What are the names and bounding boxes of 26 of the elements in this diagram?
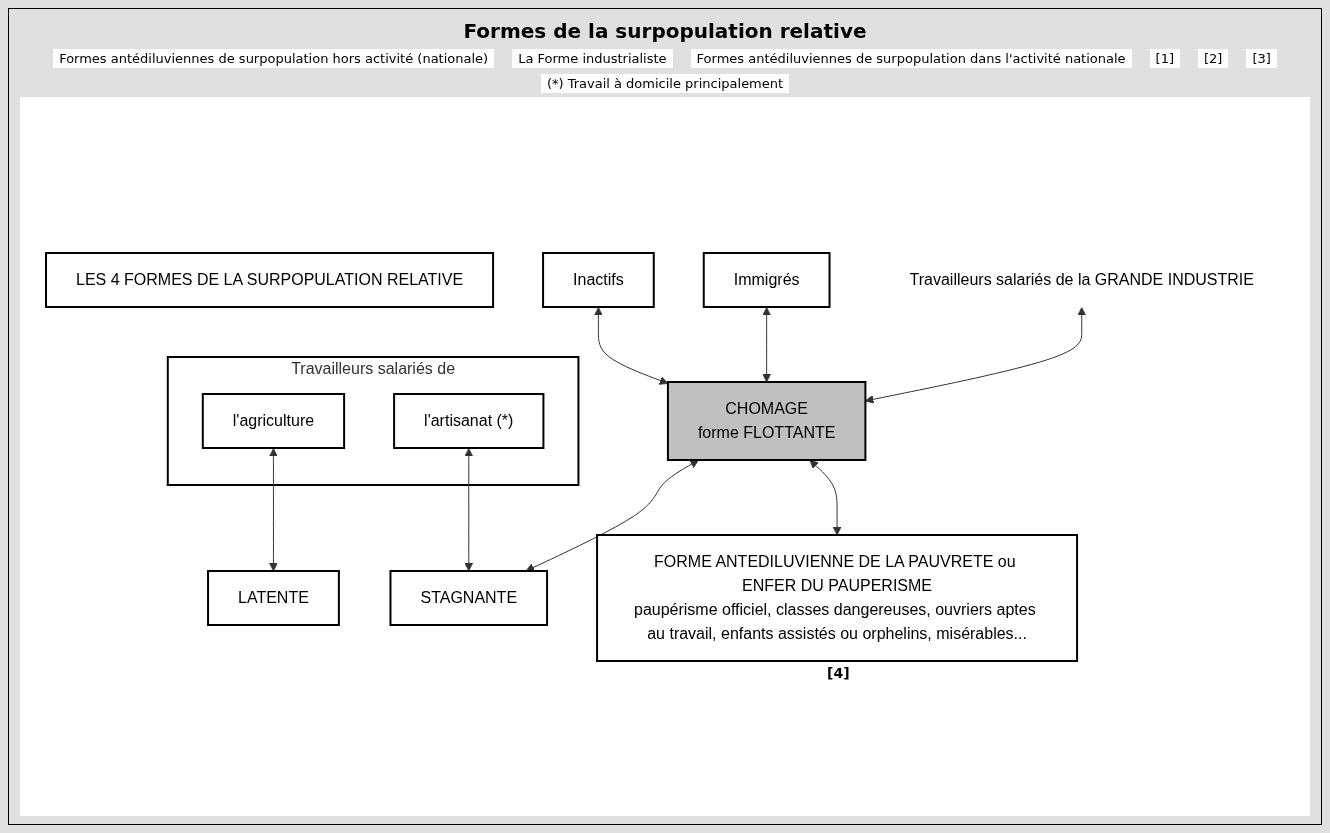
arrow bbox=[865, 306, 1087, 404]
node-box: LATENTE bbox=[207, 569, 340, 626]
node-box: CHOMAGE forme FLOTTANTE bbox=[666, 380, 867, 461]
section-number: [4] bbox=[827, 664, 850, 681]
diagram-title: Formes de la surpopulation relative bbox=[463, 19, 867, 43]
node-box: l'agriculture bbox=[201, 392, 346, 449]
annotation-text: Formes antédiluviennes de surpopulation dans l'activité nationale bbox=[690, 49, 1132, 68]
annotation-text: Formes antédiluviennes de surpopulation hors activité (nationale) bbox=[53, 49, 495, 68]
node-box: FORME ANTEDILUVIENNE DE LA PAUVRETE ou ENFER DU PAUPERISME paupérisme officiel, classes dangereuses, ouvriers aptes au travail, enfants assistés ou orphelins, misérables... bbox=[596, 533, 1079, 662]
arrow bbox=[762, 306, 772, 382]
node-box: Immigrés bbox=[702, 251, 831, 308]
annotation-text: [1] bbox=[1149, 49, 1181, 68]
node-box: l'artisanat (*) bbox=[393, 392, 545, 449]
annotation-text: [2] bbox=[1198, 49, 1229, 68]
node-box: LES 4 FORMES DE LA SURPOPULATION RELATIVE bbox=[45, 251, 495, 308]
annotation-text: [3] bbox=[1246, 49, 1277, 68]
arrow bbox=[594, 306, 669, 385]
node-text: Travailleurs salariés de la GRANDE INDUSTRIE bbox=[909, 270, 1254, 288]
arrow bbox=[269, 447, 278, 571]
annotation-text: La Forme industrialiste bbox=[512, 49, 673, 68]
annotation-text: (*) Travail à domicile principalement bbox=[540, 74, 790, 93]
node-box: Inactifs bbox=[542, 251, 655, 308]
node-box: STAGNANTE bbox=[389, 569, 549, 626]
arrow bbox=[464, 447, 474, 571]
arrow bbox=[525, 459, 699, 572]
arrow bbox=[809, 459, 842, 535]
